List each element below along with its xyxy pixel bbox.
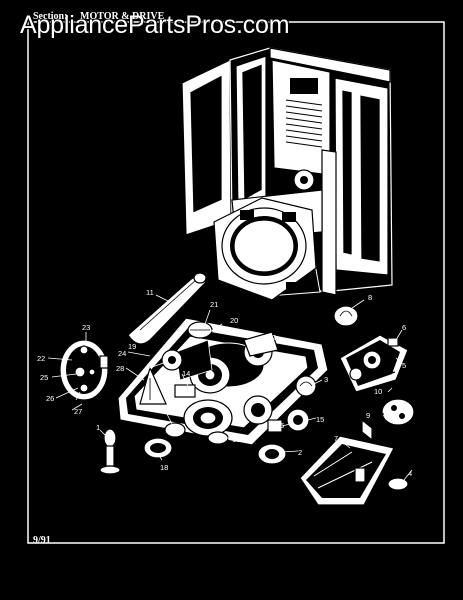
- callout-3: 3: [324, 375, 328, 384]
- callout-19: 19: [128, 342, 136, 351]
- section-label: Section:: [33, 11, 68, 22]
- idler-bracket: [299, 398, 415, 506]
- callout-25: 25: [40, 373, 48, 382]
- callout-11: 11: [146, 288, 154, 297]
- callout-23: 23: [82, 323, 90, 332]
- callout-13: 13: [232, 435, 240, 444]
- callout-24: 24: [118, 349, 126, 358]
- callout-17: 17: [162, 406, 170, 415]
- callout-20: 20: [230, 316, 238, 325]
- section-name: MOTOR & DRIVE: [80, 11, 165, 22]
- leader-lines: [47, 294, 413, 481]
- callout-15: 15: [316, 415, 324, 424]
- footer-date: 9/91: [33, 535, 51, 546]
- callout-7: 7: [334, 434, 338, 443]
- callout-1: 1: [96, 423, 100, 432]
- callout-21: 21: [210, 300, 218, 309]
- callout-2: 2: [298, 448, 302, 457]
- timer-assembly: [59, 339, 109, 401]
- callout-9: 9: [366, 411, 370, 420]
- callout-22: 22: [37, 354, 45, 363]
- callout-5: 5: [402, 361, 406, 370]
- callout-4: 4: [408, 469, 412, 478]
- callout-18: 18: [160, 463, 168, 472]
- callout-14: 14: [182, 369, 190, 378]
- callouts: 11 21 20 12 23 22 25 26 27 24 19 28 14 1…: [37, 288, 412, 478]
- callout-16: 16: [276, 421, 284, 430]
- callout-6: 6: [402, 323, 406, 332]
- callout-10: 10: [374, 387, 382, 396]
- loose-parts: [99, 375, 317, 475]
- base-assembly: [117, 317, 329, 446]
- callout-26: 26: [46, 394, 54, 403]
- callout-27: 27: [74, 407, 82, 416]
- front-bulkhead: [213, 197, 317, 301]
- callout-12: 12: [268, 333, 276, 342]
- callout-28: 28: [116, 364, 124, 373]
- motor-mount: [333, 305, 409, 393]
- watermark: AppliancePartsPros.com: [20, 11, 290, 39]
- callout-8: 8: [368, 293, 372, 302]
- exhaust-duct: [127, 272, 207, 345]
